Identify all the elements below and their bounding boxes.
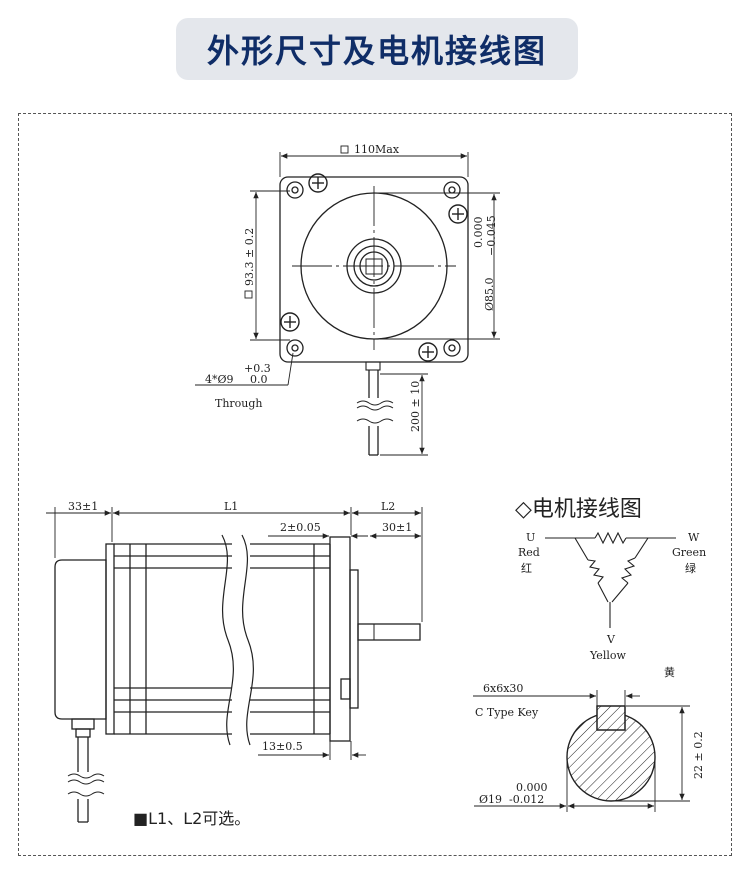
title-banner: 外形尺寸及电机接线图 <box>176 18 578 80</box>
dim-left-label: 33±1 <box>68 500 98 513</box>
w-letter: W <box>688 531 700 544</box>
front-dimension-text: 110Max 93.3 ± 0.2 Ø85.0 0.000 −0.045 +0.… <box>205 143 498 432</box>
holes-note: Through <box>215 397 263 410</box>
dim-shaft-label: 30±1 <box>382 521 412 534</box>
square-label: 93.3 ± 0.2 <box>243 228 256 286</box>
v-letter: V <box>606 633 616 646</box>
dim-flange-label: 2±0.05 <box>280 521 321 534</box>
front-dimensions <box>195 152 500 456</box>
cable-length-label: 200 ± 10 <box>409 381 422 432</box>
front-view <box>279 173 469 456</box>
key-size-label: 6x6x30 <box>483 682 523 695</box>
shaft-height-label: 22 ± 0.2 <box>692 731 705 779</box>
side-view <box>54 534 421 823</box>
shaft-dia-tol-upper: 0.000 <box>516 781 548 794</box>
page-title: 外形尺寸及电机接线图 <box>206 32 547 70</box>
dim-boss-label: 13±0.5 <box>262 740 303 753</box>
w-color: Green <box>672 546 706 559</box>
shaft-dia-label: Ø19 <box>479 793 502 806</box>
drawing-frame <box>18 113 732 856</box>
pilot-tol-lower: −0.045 <box>485 215 498 256</box>
v-color-cn: 黄 <box>664 665 675 679</box>
holes-tol-lower: 0.0 <box>250 373 268 386</box>
width-label: 110Max <box>354 143 400 156</box>
key-type-label: C Type Key <box>475 706 539 719</box>
mounting-holes <box>286 181 461 357</box>
shaft-section: 6x6x30 C Type Key 0.000 Ø19 -0.012 22 ± … <box>473 682 705 812</box>
square-symbol-icon <box>244 290 253 299</box>
holes-label: 4*Ø9 <box>205 373 234 386</box>
holes-tol-upper: +0.3 <box>244 362 271 375</box>
side-dimension-text: 33±1 L1 L2 2±0.05 30±1 13±0.5 ■L1、L2可选。 <box>68 500 412 828</box>
u-letter: U <box>526 531 535 544</box>
side-dimensions <box>46 507 423 760</box>
pilot-dia-label: Ø85.0 <box>483 277 496 311</box>
shaft-dia-tol-lower: -0.012 <box>509 793 544 806</box>
optional-note: ■L1、L2可选。 <box>133 809 250 828</box>
wiring-heading: ◇电机接线图 <box>515 497 642 522</box>
dim-l2-label: L2 <box>381 500 395 513</box>
dim-l1-label: L1 <box>224 500 238 513</box>
rear-cap <box>54 559 107 720</box>
u-color-cn: 红 <box>521 562 532 575</box>
square-symbol-icon <box>340 145 349 154</box>
screws <box>280 173 468 362</box>
pilot-tol-upper: 0.000 <box>472 217 485 249</box>
wiring-diagram: ◇电机接线图 U Red 红 W Green 绿 V Yellow 黄 <box>515 497 706 679</box>
coil-triangle <box>545 531 676 628</box>
u-color: Red <box>518 546 540 559</box>
w-color-cn: 绿 <box>685 561 696 575</box>
v-color: Yellow <box>589 649 626 662</box>
